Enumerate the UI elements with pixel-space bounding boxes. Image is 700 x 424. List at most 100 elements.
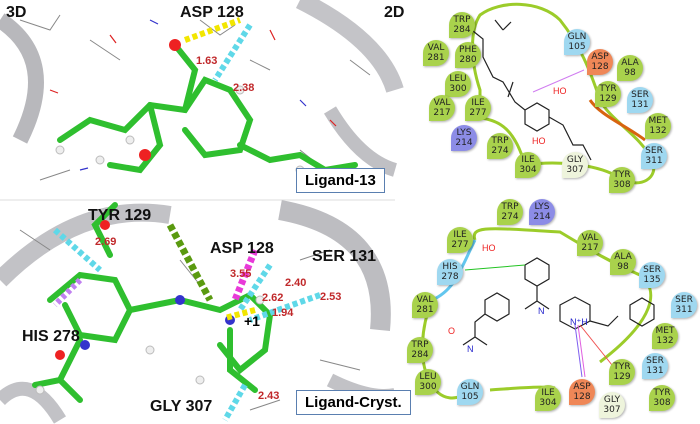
residue-number: 129 xyxy=(599,94,617,104)
residue-name: ILE xyxy=(471,98,485,108)
residue-name: HIS xyxy=(442,262,458,272)
distance-label: 2.62 xyxy=(262,292,284,304)
residue-number: 98 xyxy=(617,262,629,272)
residue-name: LYS xyxy=(456,128,472,138)
ligand-cryst-sticks xyxy=(32,202,274,403)
residue-number: 284 xyxy=(453,25,471,35)
residue-name: MET xyxy=(655,326,675,336)
residue-name: ALA xyxy=(621,58,639,68)
distance-label: 1.94 xyxy=(272,307,294,319)
residue-number: 281 xyxy=(427,53,445,63)
residue-number: 284 xyxy=(411,350,429,360)
residue-name: GLY xyxy=(566,155,584,165)
residue-name: SER xyxy=(643,265,661,275)
residue-name: TRP xyxy=(491,136,509,146)
hydroxyl-atom: HO xyxy=(553,86,567,96)
residue-number: 277 xyxy=(451,240,469,250)
residue-name: VAL xyxy=(581,233,599,243)
residue-name: ILE xyxy=(521,155,535,165)
residue-name: MET xyxy=(648,116,668,126)
residue-number: 280 xyxy=(459,55,477,65)
residue-number: 277 xyxy=(469,108,487,118)
top-3d-scene xyxy=(0,0,404,200)
distance-label: 2.40 xyxy=(285,277,307,289)
charge-label: +1 xyxy=(244,313,260,329)
distance-label: 2.43 xyxy=(258,390,280,402)
residue-name: ALA xyxy=(614,252,632,262)
residue-name: VAL xyxy=(416,295,434,305)
residue-label-asp128: ASP 128 xyxy=(180,4,244,21)
residue-number: 132 xyxy=(656,336,674,346)
residue-number: 217 xyxy=(581,243,599,253)
residue-number: 307 xyxy=(603,405,621,415)
residue-name: VAL xyxy=(433,98,451,108)
residue-label-ser131: SER 131 xyxy=(312,248,377,265)
residue-name: VAL xyxy=(427,43,445,53)
residue-name: TRP xyxy=(411,340,429,350)
residue-number: 105 xyxy=(461,392,479,402)
residue-number: 307 xyxy=(566,165,584,175)
residue-number: 129 xyxy=(613,372,631,382)
residue-name: TYR xyxy=(613,170,631,180)
residue-number: 128 xyxy=(573,392,591,402)
residue-name: ILE xyxy=(453,230,467,240)
ligand-13-label: Ligand-13 xyxy=(296,168,385,193)
residue-name: SER xyxy=(675,295,693,305)
hydroxyl-atom: HO xyxy=(482,243,496,253)
residue-number: 281 xyxy=(416,305,434,315)
residue-number: 311 xyxy=(645,156,663,166)
residue-number: 308 xyxy=(613,180,631,190)
carbonyl-oxygen: O xyxy=(448,326,456,336)
residue-name: SER xyxy=(646,356,664,366)
residue-number: 214 xyxy=(533,212,551,222)
distance-label: 2.53 xyxy=(320,291,342,303)
residue-name: GLY xyxy=(603,395,621,405)
residue-number: 131 xyxy=(646,366,664,376)
protonated-nitrogen: N⁺H xyxy=(570,317,588,327)
residue-number: 135 xyxy=(643,275,661,285)
residue-number: 214 xyxy=(455,138,473,148)
residue-name: LEU xyxy=(419,372,437,382)
residue-number: 311 xyxy=(675,305,693,315)
residue-number: 274 xyxy=(501,212,519,222)
residue-name: PHE xyxy=(459,45,477,55)
residue-name: SER xyxy=(645,146,663,156)
residue-label-gly307: GLY 307 xyxy=(150,398,213,415)
residue-number: 132 xyxy=(649,126,667,136)
distance-label: 2.69 xyxy=(95,236,117,248)
residue-name: LEU xyxy=(449,74,467,84)
residue-name: ASP xyxy=(573,382,591,392)
residue-number: 304 xyxy=(539,398,557,408)
residue-name: ASP xyxy=(591,52,609,62)
distance-label: 1.63 xyxy=(196,55,218,67)
